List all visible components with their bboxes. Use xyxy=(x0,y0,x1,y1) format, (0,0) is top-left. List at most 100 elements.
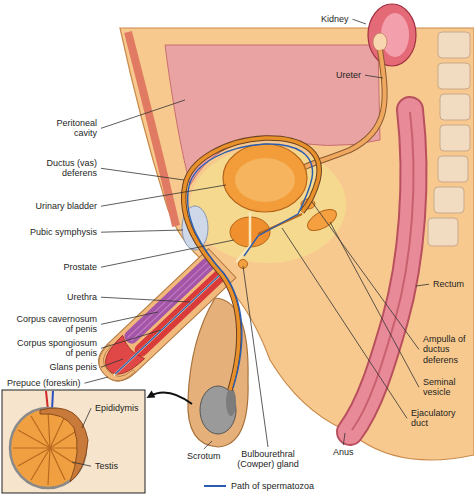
part-label: Pubic symphysis xyxy=(29,227,98,237)
label-slot: Epididymis xyxy=(94,403,140,413)
scrotum-part xyxy=(226,388,236,416)
vertebrae-part xyxy=(428,218,458,246)
vertebrae-part xyxy=(438,63,470,89)
part-label: Rectum xyxy=(432,279,465,289)
leader-line xyxy=(82,408,91,428)
vertebrae-part xyxy=(438,156,468,182)
part-label: Corpus spongiosum of penis xyxy=(8,338,98,359)
label-slot: Anus xyxy=(332,447,355,457)
part-label: Epididymis xyxy=(94,403,140,413)
bladder-glands-part xyxy=(223,144,307,212)
label-slot: Ductus (vas) deferens xyxy=(36,158,98,179)
legend-text: Path of spermatozoa xyxy=(230,481,315,491)
part-label: Bulbourethral (Cowper) gland xyxy=(230,449,306,470)
label-slot: Testis xyxy=(94,461,119,471)
leader-line xyxy=(416,284,429,286)
kidney-ureter xyxy=(300,4,416,170)
kidney-ureter-part xyxy=(381,13,409,57)
leader-line xyxy=(101,168,184,180)
label-slot: Corpus cavernosum of penis xyxy=(8,314,98,335)
leader-line xyxy=(353,19,367,24)
leader-line xyxy=(312,202,419,350)
inset-testis-part xyxy=(2,390,145,493)
part-label: Ureter xyxy=(335,70,362,80)
label-slot: Ampulla of ductus deferens xyxy=(422,334,470,365)
leader-line xyxy=(101,312,158,324)
part-label: Glans penis xyxy=(48,362,98,372)
inset-testis xyxy=(2,390,192,493)
label-slot: Rectum xyxy=(432,279,465,289)
penis-part xyxy=(115,272,223,374)
label-slot: Scrotum xyxy=(186,451,222,461)
part-label: Scrotum xyxy=(186,451,222,461)
part-label: Kidney xyxy=(320,14,350,24)
legend-entry: Path of spermatozoa xyxy=(230,481,315,491)
label-slot: Ejaculatory duct xyxy=(410,408,466,429)
part-label: Ampulla of ductus deferens xyxy=(422,334,470,365)
leader-line xyxy=(101,230,183,232)
label-slot: Seminal vesicle xyxy=(422,377,470,398)
leader-line xyxy=(365,75,383,78)
leader-line xyxy=(243,266,268,447)
label-slot: Prepuce (foreskin) xyxy=(6,378,82,388)
label-slot: Ureter xyxy=(335,70,362,80)
ductus-deferens-part xyxy=(184,138,320,390)
leader-line xyxy=(101,240,234,267)
label-slot: Kidney xyxy=(320,14,350,24)
inset-testis-part-part xyxy=(48,411,50,448)
leader-line xyxy=(101,359,123,367)
bladder-glands-part xyxy=(235,158,295,202)
vertebrae xyxy=(428,32,470,246)
ductus-deferens-part xyxy=(188,144,313,388)
scrotum-part xyxy=(200,386,236,434)
leader-line xyxy=(343,433,345,445)
body-section xyxy=(120,28,474,460)
leader-line xyxy=(282,228,407,418)
leader-line xyxy=(101,330,161,348)
inset-testis-part-part xyxy=(13,447,50,448)
part-label: Peritoneal cavity xyxy=(46,118,98,139)
leader-line xyxy=(85,377,109,383)
part-label: Prostate xyxy=(62,262,98,272)
kidney-ureter-part xyxy=(368,4,416,66)
leader-line xyxy=(101,297,190,302)
inset-testis-part-part xyxy=(18,448,50,466)
vertebrae-part xyxy=(440,125,470,151)
label-slot: Peritoneal cavity xyxy=(46,118,98,139)
leader-line xyxy=(72,462,91,466)
leader-line xyxy=(101,100,185,128)
leader-line xyxy=(330,222,419,387)
label-slot: Corpus spongiosum of penis xyxy=(8,338,98,359)
inset-testis-part xyxy=(147,391,156,399)
rectum-part xyxy=(350,110,414,432)
part-label: Seminal vesicle xyxy=(422,377,470,398)
label-slot: Urethra xyxy=(66,292,98,302)
label-slot: Urinary bladder xyxy=(34,201,98,211)
inset-testis-part xyxy=(150,392,192,404)
part-label: Ejaculatory duct xyxy=(410,408,466,429)
body-section-part xyxy=(120,28,474,460)
part-label: Ductus (vas) deferens xyxy=(36,158,98,179)
inset-testis-part-part xyxy=(31,416,50,448)
vertebrae-part xyxy=(440,94,470,120)
label-slot: Prostate xyxy=(62,262,98,272)
rectum-part xyxy=(350,110,414,432)
part-label: Urinary bladder xyxy=(34,201,98,211)
inset-testis-part-part xyxy=(50,430,78,448)
inset-testis-part-part xyxy=(50,448,65,480)
vertebrae-part xyxy=(434,187,464,213)
part-label: Anus xyxy=(332,447,355,457)
kidney-ureter-part xyxy=(373,33,387,51)
inset-testis-part xyxy=(40,408,88,482)
rectum xyxy=(350,110,414,432)
penis-part xyxy=(114,272,224,376)
label-slot: Bulbourethral (Cowper) gland xyxy=(230,449,306,470)
part-label: Prepuce (foreskin) xyxy=(6,378,82,388)
part-label: Testis xyxy=(94,461,119,471)
rectum-part xyxy=(352,112,414,430)
ductus-deferens-part xyxy=(184,138,320,390)
